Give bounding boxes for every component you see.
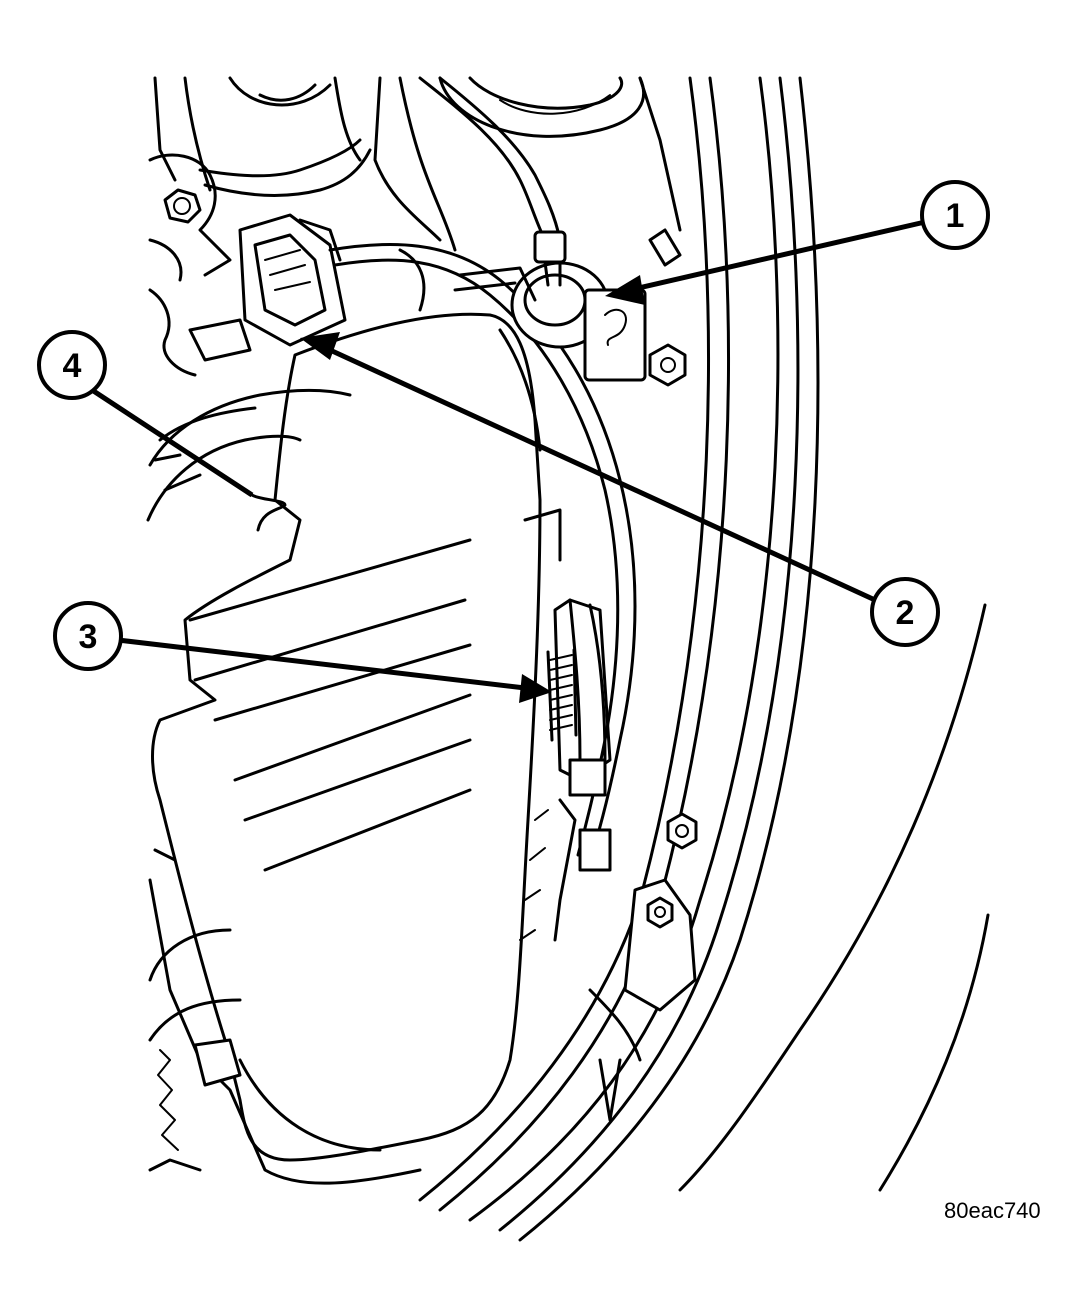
lower-right-bracket (588, 812, 698, 1122)
upper-housing (153, 76, 682, 252)
spring-rod-assembly (519, 508, 612, 942)
callout-3: 3 (53, 601, 123, 671)
trim-cover-panel (151, 312, 542, 1162)
arrowhead-2 (300, 332, 340, 360)
electrical-connector (188, 213, 347, 362)
callout-label-1: 1 (946, 197, 965, 235)
callout-1: 1 (920, 180, 990, 250)
leader-1 (629, 219, 926, 293)
arrowhead-3 (519, 674, 552, 703)
figure-id-label: 80eac740 (944, 1198, 1041, 1223)
lower-left-parts (148, 848, 422, 1185)
leader-3 (117, 637, 526, 691)
leader-2 (328, 347, 877, 603)
callout-label-2: 2 (896, 594, 915, 632)
callout-circle-3 (53, 601, 123, 671)
wiring-harness (328, 242, 637, 862)
sensor-assembly (418, 76, 687, 387)
air-duct (146, 389, 352, 1042)
callout-4: 4 (37, 330, 107, 400)
callout-circle-2 (870, 577, 940, 647)
body-frame-curves (418, 76, 990, 1242)
callout-leaders (90, 219, 926, 703)
left-upper-bracket (148, 138, 372, 377)
callout-label-4: 4 (63, 347, 82, 385)
leader-4-hook (250, 493, 287, 532)
callout-circle-1 (920, 180, 990, 250)
callout-circle-4 (37, 330, 107, 400)
callout-2: 2 (870, 577, 940, 647)
callout-label-3: 3 (79, 618, 98, 656)
arrowhead-1 (605, 275, 645, 305)
leader-4 (90, 387, 254, 498)
